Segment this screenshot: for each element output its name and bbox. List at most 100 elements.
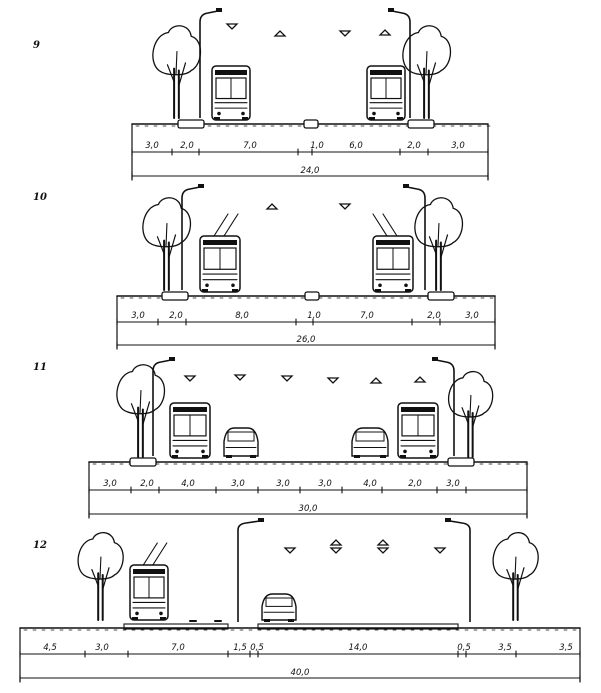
segment-width-label: 1,0 bbox=[310, 141, 324, 151]
curb-pad bbox=[427, 291, 455, 301]
curb-pad bbox=[129, 457, 157, 467]
segment-width-label: 7,0 bbox=[360, 311, 374, 321]
lamp-triangle-icon bbox=[338, 30, 352, 37]
segment-width-label: 1,5 bbox=[233, 643, 247, 653]
curb-pad bbox=[161, 291, 189, 301]
lamp-triangle-icon bbox=[225, 23, 239, 30]
dimension-total: 24,0 bbox=[131, 166, 489, 180]
dimension-segments: 3,0 2,0 8,0 1,0 7,0 2,0 3,0 bbox=[116, 311, 496, 326]
segment-width-label: 6,0 bbox=[349, 141, 363, 151]
segment-width-label: 3,0 bbox=[131, 311, 145, 321]
lamp-triangle-icon bbox=[283, 547, 297, 554]
bus-icon bbox=[366, 65, 406, 121]
street-lamp-icon bbox=[388, 8, 411, 118]
curb-pad bbox=[447, 457, 475, 467]
car-icon bbox=[351, 427, 389, 458]
street-lamp-icon bbox=[432, 357, 455, 456]
street-lamp-icon bbox=[181, 184, 204, 290]
tram-icon bbox=[129, 542, 169, 621]
lamp-triangle-icon bbox=[183, 375, 197, 382]
segment-width-label: 2,0 bbox=[407, 141, 421, 151]
tree-icon bbox=[77, 532, 124, 621]
segment-width-label: 3,0 bbox=[95, 643, 109, 653]
lamp-triangle-icon bbox=[233, 374, 247, 381]
segment-width-label: 4,0 bbox=[181, 479, 195, 489]
section-number: 11 bbox=[33, 362, 47, 373]
lamp-triangle-icon bbox=[265, 203, 279, 210]
lamp-triangle-icon bbox=[378, 29, 392, 36]
segment-width-label: 14,0 bbox=[349, 643, 368, 653]
lamp-triangle-icon bbox=[413, 376, 427, 383]
tram-icon bbox=[199, 213, 241, 293]
lamp-triangle-icon bbox=[280, 375, 294, 382]
car-icon bbox=[261, 593, 297, 622]
segment-width-label: 3,0 bbox=[465, 311, 479, 321]
total-width-label: 30,0 bbox=[299, 504, 318, 514]
segment-width-label: 3,5 bbox=[559, 643, 573, 653]
segment-width-label: 1,0 bbox=[307, 311, 321, 321]
tree-icon bbox=[414, 197, 464, 291]
lamp-triangle-icon bbox=[376, 539, 390, 554]
lamp-triangle-icon bbox=[369, 377, 383, 384]
tree-icon bbox=[447, 370, 494, 458]
section-number: 10 bbox=[33, 192, 47, 203]
total-width-label: 40,0 bbox=[291, 668, 310, 678]
segment-width-label: 3,0 bbox=[318, 479, 332, 489]
segment-width-label: 3,0 bbox=[231, 479, 245, 489]
street-lamp-icon bbox=[199, 8, 222, 118]
segment-width-label: 2,0 bbox=[427, 311, 441, 321]
curb-pad bbox=[177, 119, 205, 129]
street-lamp-icon bbox=[152, 357, 175, 456]
segment-width-label: 0,5 bbox=[250, 643, 264, 653]
segment-width-label: 8,0 bbox=[235, 311, 249, 321]
tree-icon bbox=[142, 197, 192, 291]
dimension-total: 30,0 bbox=[88, 504, 528, 518]
segment-width-label: 2,0 bbox=[140, 479, 154, 489]
segment-width-label: 0,5 bbox=[457, 643, 471, 653]
segment-width-label: 3,0 bbox=[276, 479, 290, 489]
total-width-label: 26,0 bbox=[297, 335, 316, 345]
section-9: 9 3,0 2,0 7,0 1,0 6,0 2,0 3,0 24,0 bbox=[33, 40, 491, 181]
segment-width-label: 2,0 bbox=[180, 141, 194, 151]
lamp-triangle-icon bbox=[338, 203, 352, 210]
lamp-triangle-icon bbox=[326, 377, 340, 384]
dimension-total: 40,0 bbox=[19, 668, 581, 682]
segment-width-label: 2,0 bbox=[169, 311, 183, 321]
segment-width-label: 3,0 bbox=[103, 479, 117, 489]
total-width-label: 24,0 bbox=[301, 166, 320, 176]
section-number: 9 bbox=[33, 40, 40, 51]
segment-width-label: 7,0 bbox=[171, 643, 185, 653]
segment-width-label: 3,0 bbox=[446, 479, 460, 489]
car-icon bbox=[223, 427, 259, 458]
segment-width-label: 4,5 bbox=[43, 643, 57, 653]
segment-width-label: 3,5 bbox=[498, 643, 512, 653]
segment-width-label: 3,0 bbox=[145, 141, 159, 151]
lamp-triangle-icon bbox=[273, 30, 287, 37]
dimension-total: 26,0 bbox=[116, 335, 496, 349]
segment-width-label: 4,0 bbox=[363, 479, 377, 489]
curb-pad bbox=[304, 291, 320, 301]
roadway-median bbox=[123, 620, 459, 630]
street-lamp-icon bbox=[403, 184, 426, 290]
street-lamp-icon bbox=[237, 518, 471, 622]
bus-icon bbox=[397, 402, 439, 459]
lamp-triangle-icon bbox=[433, 547, 447, 554]
bus-icon bbox=[211, 65, 251, 121]
tree-icon bbox=[116, 364, 166, 458]
section-number: 12 bbox=[33, 540, 47, 551]
tree-icon bbox=[492, 532, 539, 621]
lamp-triangle-icon bbox=[329, 539, 343, 554]
dimension-segments: 3,0 2,0 4,0 3,0 3,0 3,0 4,0 2,0 3,0 bbox=[88, 479, 528, 494]
tram-icon bbox=[372, 213, 414, 293]
curb-pad bbox=[407, 119, 435, 129]
bus-icon bbox=[169, 402, 211, 459]
curb-pad bbox=[303, 119, 319, 129]
segment-width-label: 7,0 bbox=[243, 141, 257, 151]
dimension-segments: 3,0 2,0 7,0 1,0 6,0 2,0 3,0 bbox=[131, 141, 489, 156]
segment-width-label: 3,0 bbox=[451, 141, 465, 151]
segment-width-label: 2,0 bbox=[408, 479, 422, 489]
tree-icon bbox=[152, 25, 202, 119]
